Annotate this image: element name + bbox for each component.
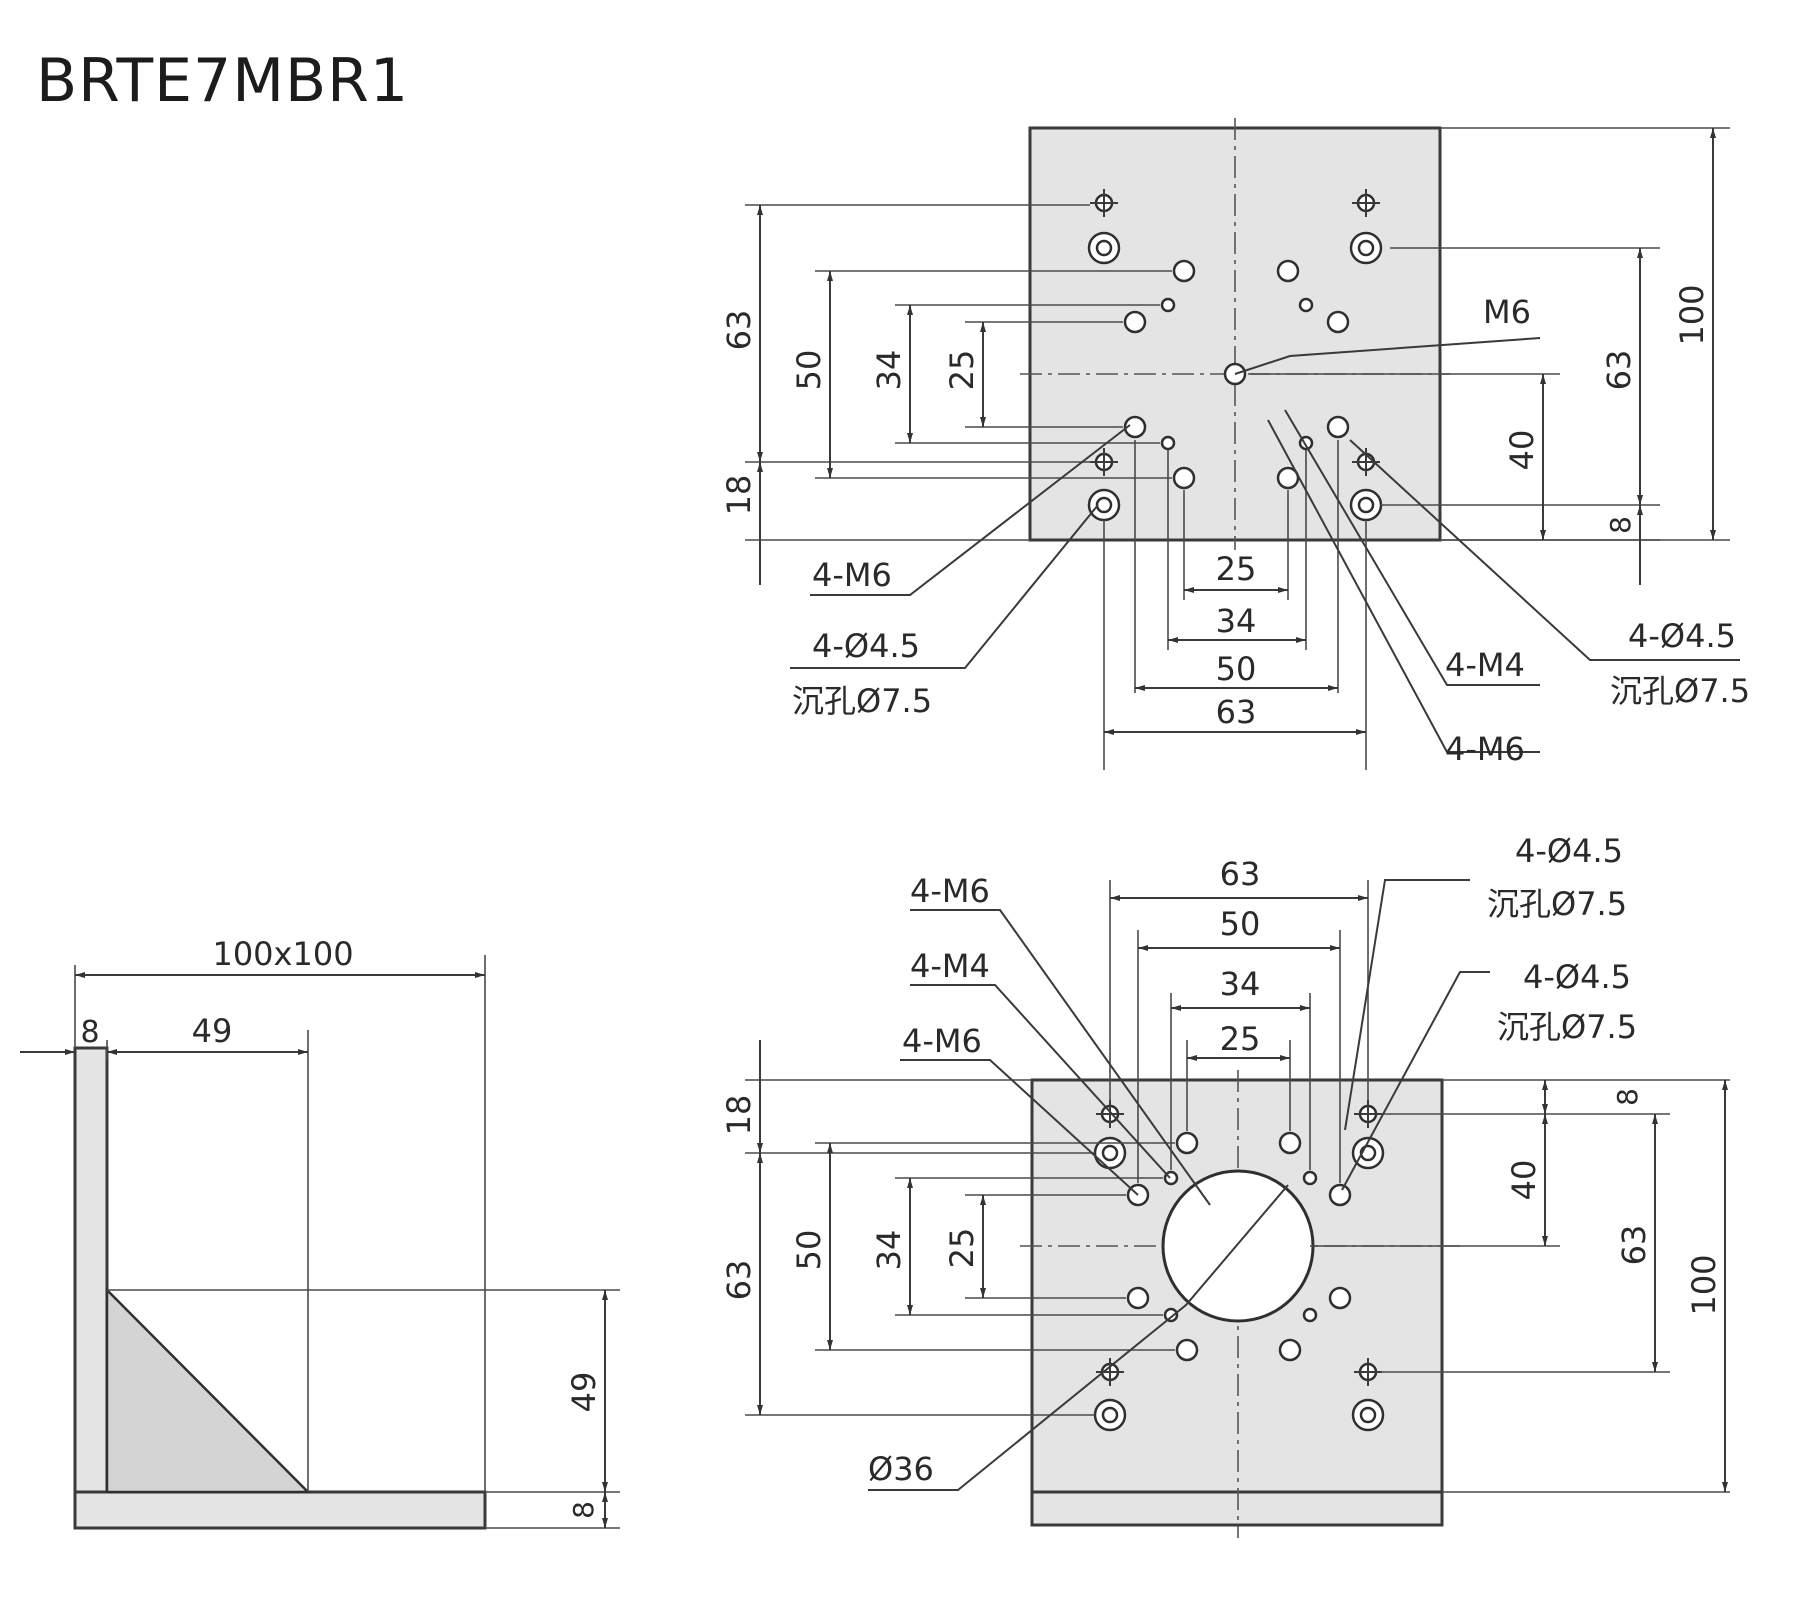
bottom-dim-63-top: 63 [1220, 855, 1261, 893]
tapped-hole-m6 [1278, 1131, 1302, 1155]
top-callout-left-m6: 4-M6 [812, 556, 892, 594]
bottom-callout-hole-b-2: 沉孔Ø7.5 [1497, 1008, 1637, 1046]
through-hole-marker [1096, 1100, 1124, 1128]
bottom-callout-hole-a-1: 4-Ø4.5 [1515, 832, 1623, 870]
side-view-gusset [105, 1286, 312, 1494]
bottom-callout-m4: 4-M4 [910, 947, 990, 985]
bottom-callout-bore: Ø36 [868, 1450, 934, 1488]
tapped-hole-m6 [1326, 415, 1350, 439]
top-dim-63-right: 63 [1600, 350, 1638, 391]
top-dim-40-right: 40 [1503, 430, 1541, 471]
tapped-hole-m6 [1175, 1338, 1199, 1362]
bottom-dim-50-top: 50 [1220, 905, 1261, 943]
through-hole-marker [1354, 1100, 1382, 1128]
through-hole-marker [1090, 448, 1118, 476]
tapped-hole-m4 [1302, 1307, 1318, 1323]
top-dim-34-bottom: 34 [1216, 602, 1257, 640]
top-callout-right-hole-1: 4-Ø4.5 [1628, 617, 1736, 655]
counterbore-hole [1093, 1398, 1127, 1432]
tapped-hole-m4 [1163, 1307, 1179, 1323]
top-dim-63-bottom: 63 [1216, 693, 1257, 731]
top-callout-right-hole-2: 沉孔Ø7.5 [1610, 672, 1750, 710]
top-dim-34-left: 34 [870, 350, 908, 391]
tapped-hole-m6 [1276, 466, 1300, 490]
side-dim-thickness-top: 8 [80, 1015, 99, 1050]
top-callout-center-m6: M6 [1483, 293, 1531, 331]
top-callout-right-m4: 4-M4 [1445, 646, 1525, 684]
through-hole-marker [1352, 189, 1380, 217]
bottom-dim-50-left: 50 [790, 1230, 828, 1271]
bottom-view-holes [1093, 1100, 1385, 1432]
center-bore [1161, 1169, 1315, 1323]
tapped-hole-m6 [1123, 310, 1147, 334]
top-dim-18-left: 18 [720, 475, 758, 516]
tapped-hole-m4 [1160, 297, 1176, 313]
bottom-callout-hole-a-2: 沉孔Ø7.5 [1487, 885, 1627, 923]
tapped-hole-m6 [1172, 466, 1196, 490]
drawing-title: BRTE7MBR1 [36, 46, 410, 116]
top-dim-100-right: 100 [1673, 284, 1711, 345]
tapped-hole-m4 [1160, 435, 1176, 451]
bottom-dim-63-left: 63 [720, 1260, 758, 1301]
counterbore-hole [1087, 231, 1121, 265]
bottom-callout-hole-b-1: 4-Ø4.5 [1523, 958, 1631, 996]
bottom-dim-18-left: 18 [720, 1095, 758, 1136]
through-hole-marker [1354, 1358, 1382, 1386]
side-view: 100x100 8 49 49 8 [20, 935, 620, 1530]
side-view-base-leg [73, 1490, 487, 1530]
tapped-hole-m4 [1298, 297, 1314, 313]
side-dim-gusset-width: 49 [192, 1012, 233, 1050]
top-callout-left-hole-1: 4-Ø4.5 [812, 627, 920, 665]
tapped-hole-m6 [1123, 415, 1147, 439]
bottom-dim-100-right: 100 [1685, 1254, 1723, 1315]
bottom-dim-63-right: 63 [1615, 1225, 1653, 1266]
top-dim-50-left: 50 [790, 350, 828, 391]
tapped-hole-m6 [1326, 310, 1350, 334]
bottom-view-base-strip [1030, 1490, 1444, 1527]
tapped-hole-m4 [1302, 1170, 1318, 1186]
counterbore-hole [1351, 1136, 1385, 1170]
counterbore-hole [1351, 1398, 1385, 1432]
tapped-hole-m6 [1328, 1183, 1352, 1207]
top-dim-25-bottom: 25 [1216, 550, 1257, 588]
bottom-dim-8-right: 8 [1611, 1088, 1644, 1106]
counterbore-hole [1349, 488, 1383, 522]
bottom-callout-m6-upper: 4-M6 [910, 872, 990, 910]
bottom-dim-40-right: 40 [1505, 1160, 1543, 1201]
tapped-hole-m6 [1126, 1286, 1150, 1310]
bottom-dim-34-left: 34 [870, 1230, 908, 1271]
counterbore-hole [1093, 1136, 1127, 1170]
bottom-dim-25-left: 25 [943, 1228, 981, 1269]
counterbore-hole [1349, 231, 1383, 265]
bottom-dim-34-top: 34 [1220, 965, 1261, 1003]
tapped-hole-m6 [1172, 259, 1196, 283]
top-dim-8-right: 8 [1604, 516, 1637, 534]
side-dim-thickness-right: 8 [567, 1501, 600, 1519]
counterbore-hole [1087, 488, 1121, 522]
top-view: 63 50 34 25 18 100 63 40 8 25 34 50 63 M… [720, 118, 1750, 770]
tapped-hole-m6 [1328, 1286, 1352, 1310]
through-hole-marker [1090, 189, 1118, 217]
tapped-hole-m6 [1278, 1338, 1302, 1362]
bottom-view: 63 50 34 25 18 50 34 25 63 8 40 63 100 4… [720, 832, 1730, 1538]
tapped-hole-m6 [1276, 259, 1300, 283]
top-dim-63-left: 63 [720, 310, 758, 351]
side-dim-gusset-height: 49 [565, 1372, 603, 1413]
bottom-dim-25-top: 25 [1220, 1020, 1261, 1058]
tapped-hole-m6 [1175, 1131, 1199, 1155]
side-view-vertical-leg [73, 1046, 109, 1530]
top-callout-right-m6: 4-M6 [1445, 730, 1525, 768]
top-dim-50-bottom: 50 [1216, 650, 1257, 688]
top-dim-25-left: 25 [943, 350, 981, 391]
top-callout-left-hole-2: 沉孔Ø7.5 [792, 682, 932, 720]
bottom-callout-m6-lower: 4-M6 [902, 1022, 982, 1060]
side-dim-overall: 100x100 [212, 935, 353, 973]
